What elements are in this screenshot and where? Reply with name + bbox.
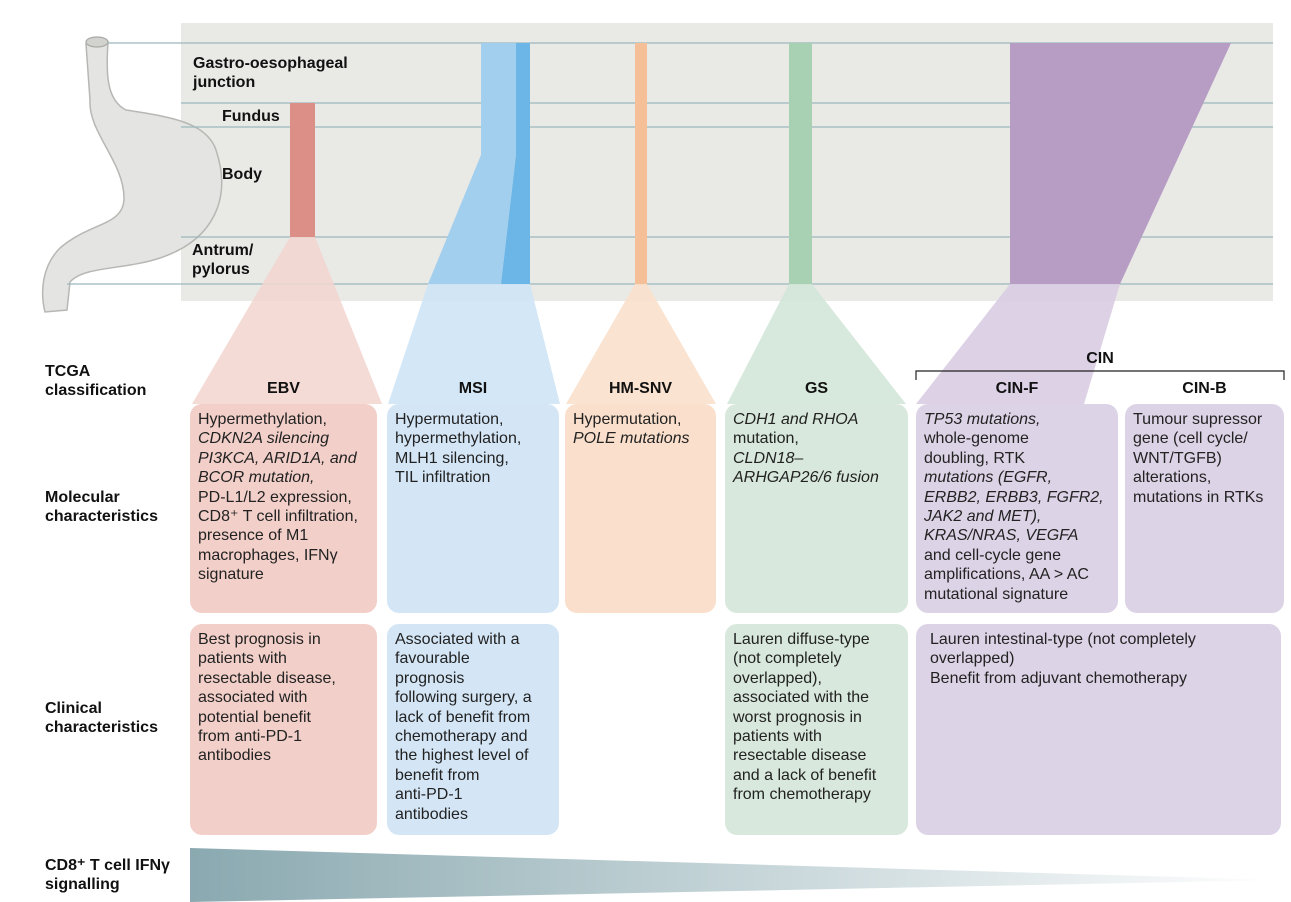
group-header-gs: GS <box>804 380 829 397</box>
molecular-box-msi: Hypermutation, hypermethylation, MLH1 si… <box>387 404 559 613</box>
row-label-clinical: Clinical characteristics <box>45 700 158 736</box>
cin-bracket <box>915 370 1285 380</box>
msi-funnel <box>388 284 560 404</box>
row-label-cd8: CD8⁺ T cell IFNγ signalling <box>45 857 170 893</box>
group-header-msi: MSI <box>458 380 488 397</box>
stomach-icon <box>41 41 223 313</box>
location-gej-label: Gastro-oesophageal junction <box>193 55 348 91</box>
msi-band-dark <box>501 43 530 284</box>
molecular-box-cinb: Tumour supressor gene (cell cycle/ WNT/T… <box>1125 404 1284 613</box>
clinical-box-ebv: Best prognosis in patients with resectab… <box>190 624 377 835</box>
cin-band <box>1010 43 1231 284</box>
location-fundus-label: Fundus <box>222 108 280 125</box>
hmsnv-band <box>635 43 647 284</box>
molecular-box-gs: CDH1 and RHOA mutation, CLDN18– ARHGAP26… <box>725 404 908 613</box>
location-body-label: Body <box>222 166 262 183</box>
gs-funnel <box>727 284 906 404</box>
cin-funnel <box>916 284 1120 404</box>
msi-band-light <box>428 43 516 284</box>
clinical-box-cin: Lauren intestinal-type (not completely o… <box>916 624 1281 835</box>
location-antrum-label: Antrum/ pylorus <box>192 242 254 278</box>
group-header-cinb: CIN-B <box>1182 380 1227 397</box>
group-header-hmsnv: HM-SNV <box>608 380 673 397</box>
clinical-box-gs: Lauren diffuse-type (not completely over… <box>725 624 908 835</box>
group-header-cin: CIN <box>1086 350 1114 367</box>
clinical-box-msi: Associated with a favourable prognosis f… <box>387 624 559 835</box>
row-label-molecular: Molecular characteristics <box>45 489 158 525</box>
hmsnv-funnel <box>566 284 716 404</box>
ebv-band <box>290 103 315 237</box>
molecular-box-ebv: Hypermethylation, CDKN2A silencing PI3KC… <box>190 404 377 613</box>
group-header-ebv: EBV <box>267 380 300 397</box>
group-header-cinf: CIN-F <box>995 380 1039 397</box>
cd8-gradient-wedge <box>190 848 1282 902</box>
gs-band <box>789 43 812 284</box>
ebv-funnel <box>192 237 382 404</box>
oesophagus-opening <box>85 36 109 48</box>
row-label-tcga: TCGA classification <box>45 363 147 399</box>
molecular-box-hmsnv: Hypermutation, POLE mutations <box>565 404 716 613</box>
molecular-box-cinf: TP53 mutations, whole-genome doubling, R… <box>916 404 1118 613</box>
